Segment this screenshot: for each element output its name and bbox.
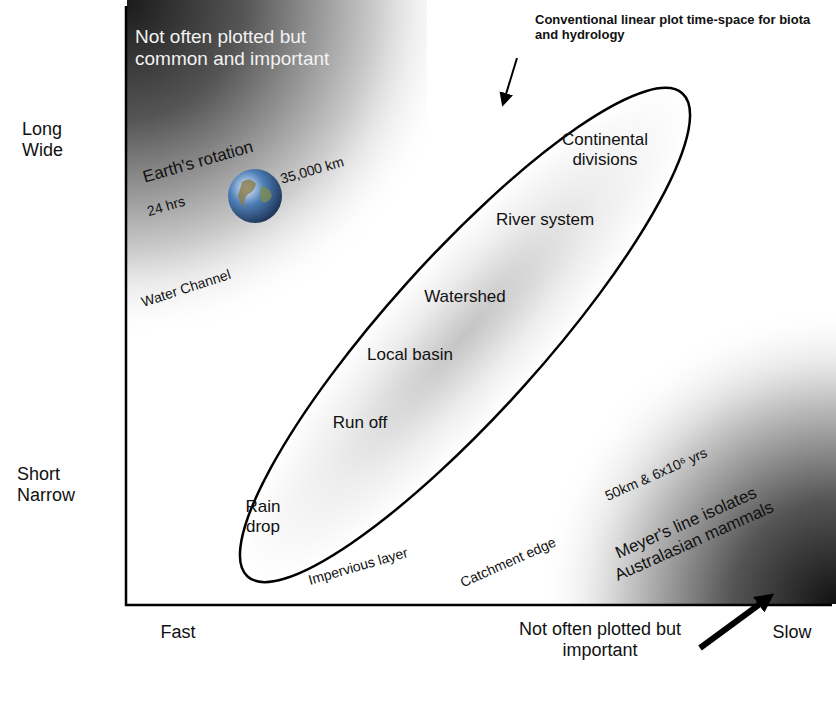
plot-label: Not often plotted but important [515,619,685,660]
plot-label: Fast [160,622,195,643]
scale-label: Watershed [405,287,525,307]
y-axis [125,6,128,606]
scale-label: Rain drop [238,497,288,536]
leader-arrow [700,598,768,648]
leader-arrow [503,58,517,104]
scale-label: River system [475,210,615,230]
plot-label: Not often plotted but common and importa… [135,26,345,70]
plot-label: Short Narrow [17,464,87,505]
x-axis [125,604,832,607]
plot-label: Slow [772,622,811,643]
dark-corner [540,300,836,604]
scale-label: Run off [310,413,410,433]
earth-icon [228,169,282,223]
ellipse-heading: Conventional linear plot time-space for … [535,13,835,43]
dark-corner [127,0,427,330]
time-space-ellipse: Conventional linear plot time-space for … [170,40,710,610]
plot-label: Long Wide [22,119,82,160]
scale-label: Local basin [350,345,470,365]
scale-label: Continental divisions [540,130,670,169]
